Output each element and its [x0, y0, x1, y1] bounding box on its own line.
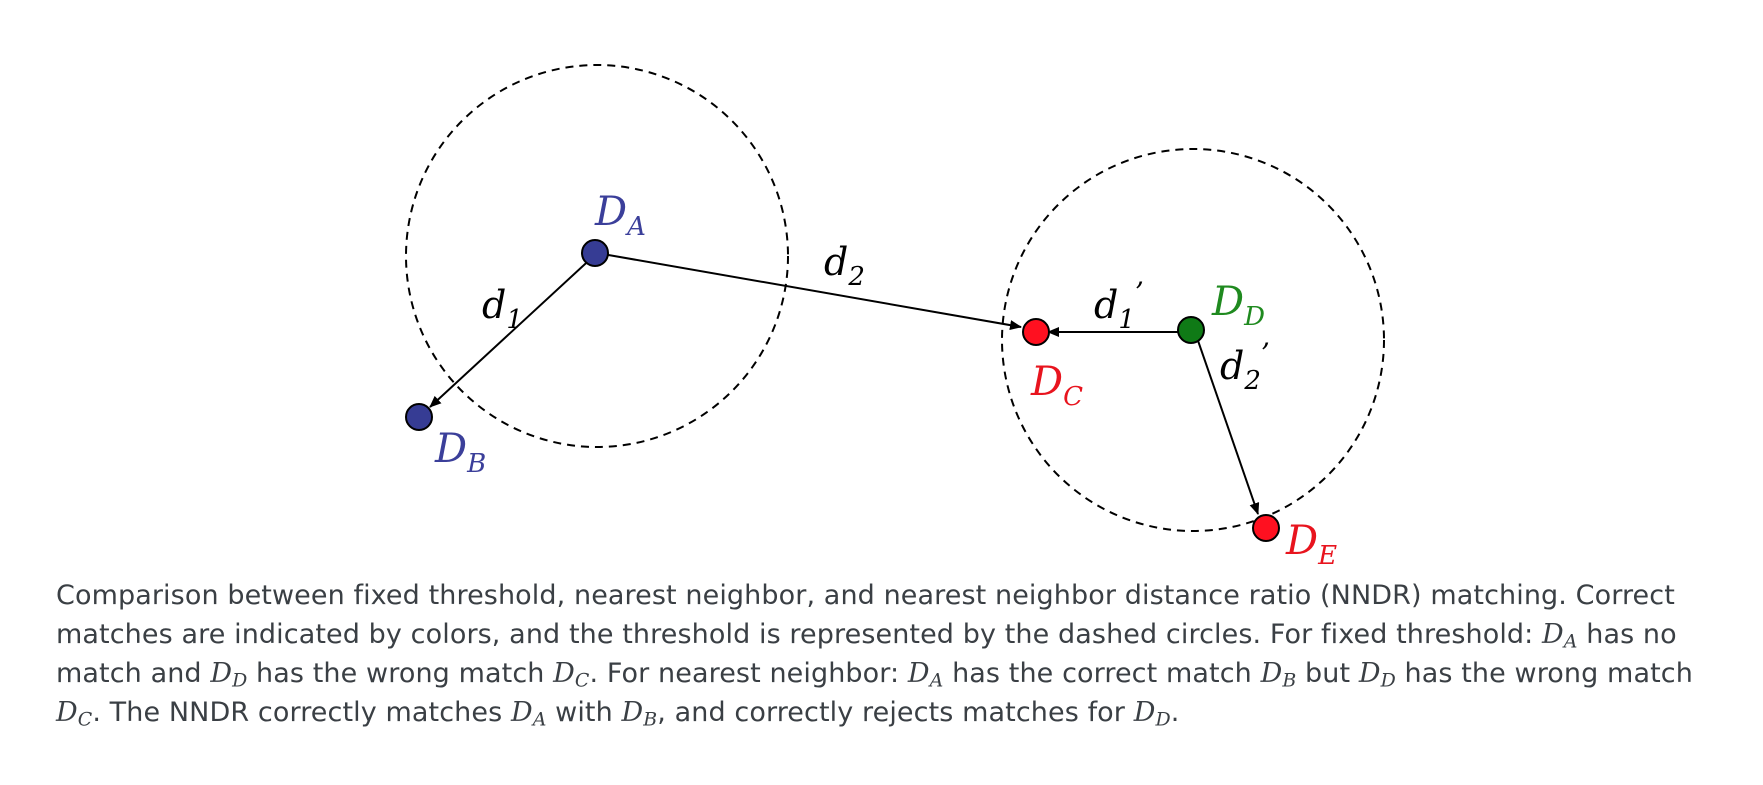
- label-da: DA: [594, 189, 646, 242]
- threshold-circle-left: [405, 64, 789, 448]
- math-dc: DC: [56, 697, 93, 731]
- label-d2-prime: d2’: [1220, 337, 1270, 396]
- nndr-diagram: DA DB DC DD DE d1 d2 d1’ d2’: [405, 64, 1385, 570]
- label-d2: d2: [824, 240, 865, 292]
- math-da: DA: [1542, 619, 1578, 653]
- node-de: [1252, 514, 1280, 542]
- label-de: DE: [1285, 518, 1337, 570]
- math-dd: DD: [210, 658, 248, 692]
- edge-d2-prime: [1194, 331, 1260, 515]
- math-da: DA: [907, 658, 944, 692]
- label-db: DB: [434, 426, 486, 479]
- math-da: DA: [510, 697, 547, 731]
- math-dd: DD: [1358, 658, 1396, 692]
- node-dd: [1177, 316, 1205, 344]
- math-dc: DC: [553, 658, 590, 692]
- label-dd: DD: [1211, 279, 1265, 332]
- label-d1-prime: d1’: [1094, 276, 1144, 335]
- edge-d2: [596, 252, 1022, 331]
- math-dd: DD: [1133, 697, 1171, 731]
- edge-d1: [429, 252, 598, 408]
- label-d1: d1: [482, 283, 523, 335]
- label-dc: DC: [1030, 359, 1083, 412]
- threshold-circle-right: [1001, 148, 1385, 532]
- node-db: [405, 403, 433, 431]
- math-db: DB: [621, 697, 658, 731]
- node-dc: [1022, 318, 1050, 346]
- math-db: DB: [1260, 658, 1297, 692]
- node-da: [581, 239, 609, 267]
- figure-caption: Comparison between fixed threshold, near…: [56, 580, 1693, 731]
